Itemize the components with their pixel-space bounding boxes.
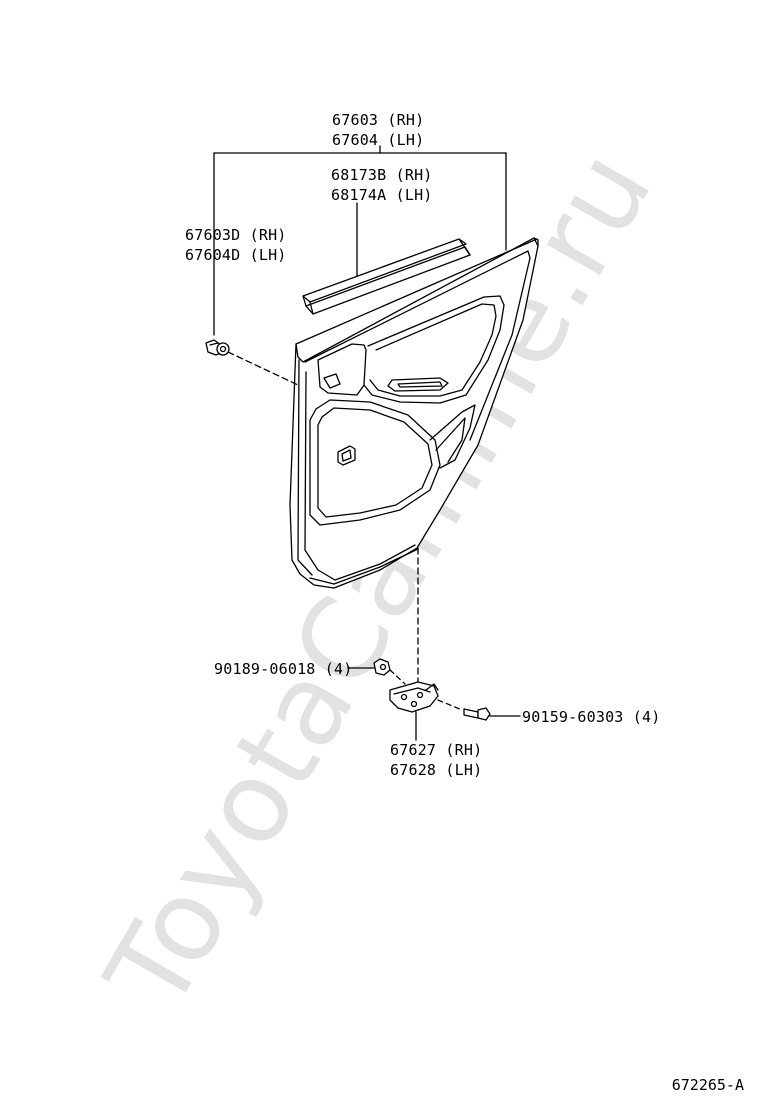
nut-label: 90189-06018 (4) [214,660,353,678]
screw-label: 90159-60303 (4) [522,708,661,726]
board-rh-label: 67603 (RH) [332,111,425,129]
bracket-part [389,681,439,713]
screw-part [437,699,521,721]
clip-lh-label: 67604D (LH) [185,246,287,264]
board-lh-label: 67604 (LH) [332,131,425,149]
nut-dashed-line [389,669,406,685]
clip-part [205,339,230,356]
clip-dashed-line [227,351,299,386]
bracket-lh-label: 67628 (LH) [390,761,483,779]
illustration-reference-number: 672265-A [671,1076,744,1094]
bracket-rh-label: 67627 (RH) [390,741,483,759]
weatherstrip-part [302,238,471,315]
weatherstrip-lh-label: 68174A (LH) [331,186,433,204]
board-leader-lines [213,145,507,336]
nut-part [347,658,391,676]
door-trim-board-part [289,237,539,589]
weatherstrip-rh-label: 68173B (RH) [331,166,433,184]
clip-rh-label: 67603D (RH) [185,226,287,244]
